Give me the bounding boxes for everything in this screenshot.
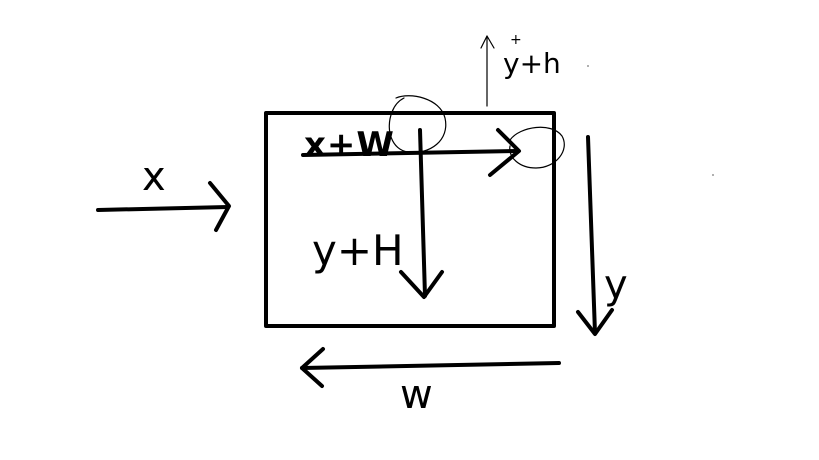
y-plus-h-small-arrow (480, 35, 495, 107)
x-arrow (96, 181, 231, 232)
y-plus-h-label: y+H (312, 226, 404, 275)
scribble-circle-left (388, 95, 447, 153)
stray-dot-2 (712, 174, 714, 176)
y-plus-h-small-label: y+h (503, 47, 561, 80)
w-arrow (300, 347, 561, 388)
stray-dot-1 (587, 65, 589, 67)
scribble-circle-right (509, 126, 565, 169)
y-plus-h-arrow (399, 128, 444, 299)
y-arrow (576, 135, 614, 336)
x-plus-w-label: x+W (304, 125, 395, 165)
y-label: y (604, 262, 628, 308)
x-label: x (142, 154, 166, 200)
y-plus-h-small-plus-mark: + (510, 32, 522, 48)
x-plus-w-arrow (301, 128, 521, 177)
rectangle-box (264, 111, 556, 328)
w-label: w (400, 372, 433, 418)
